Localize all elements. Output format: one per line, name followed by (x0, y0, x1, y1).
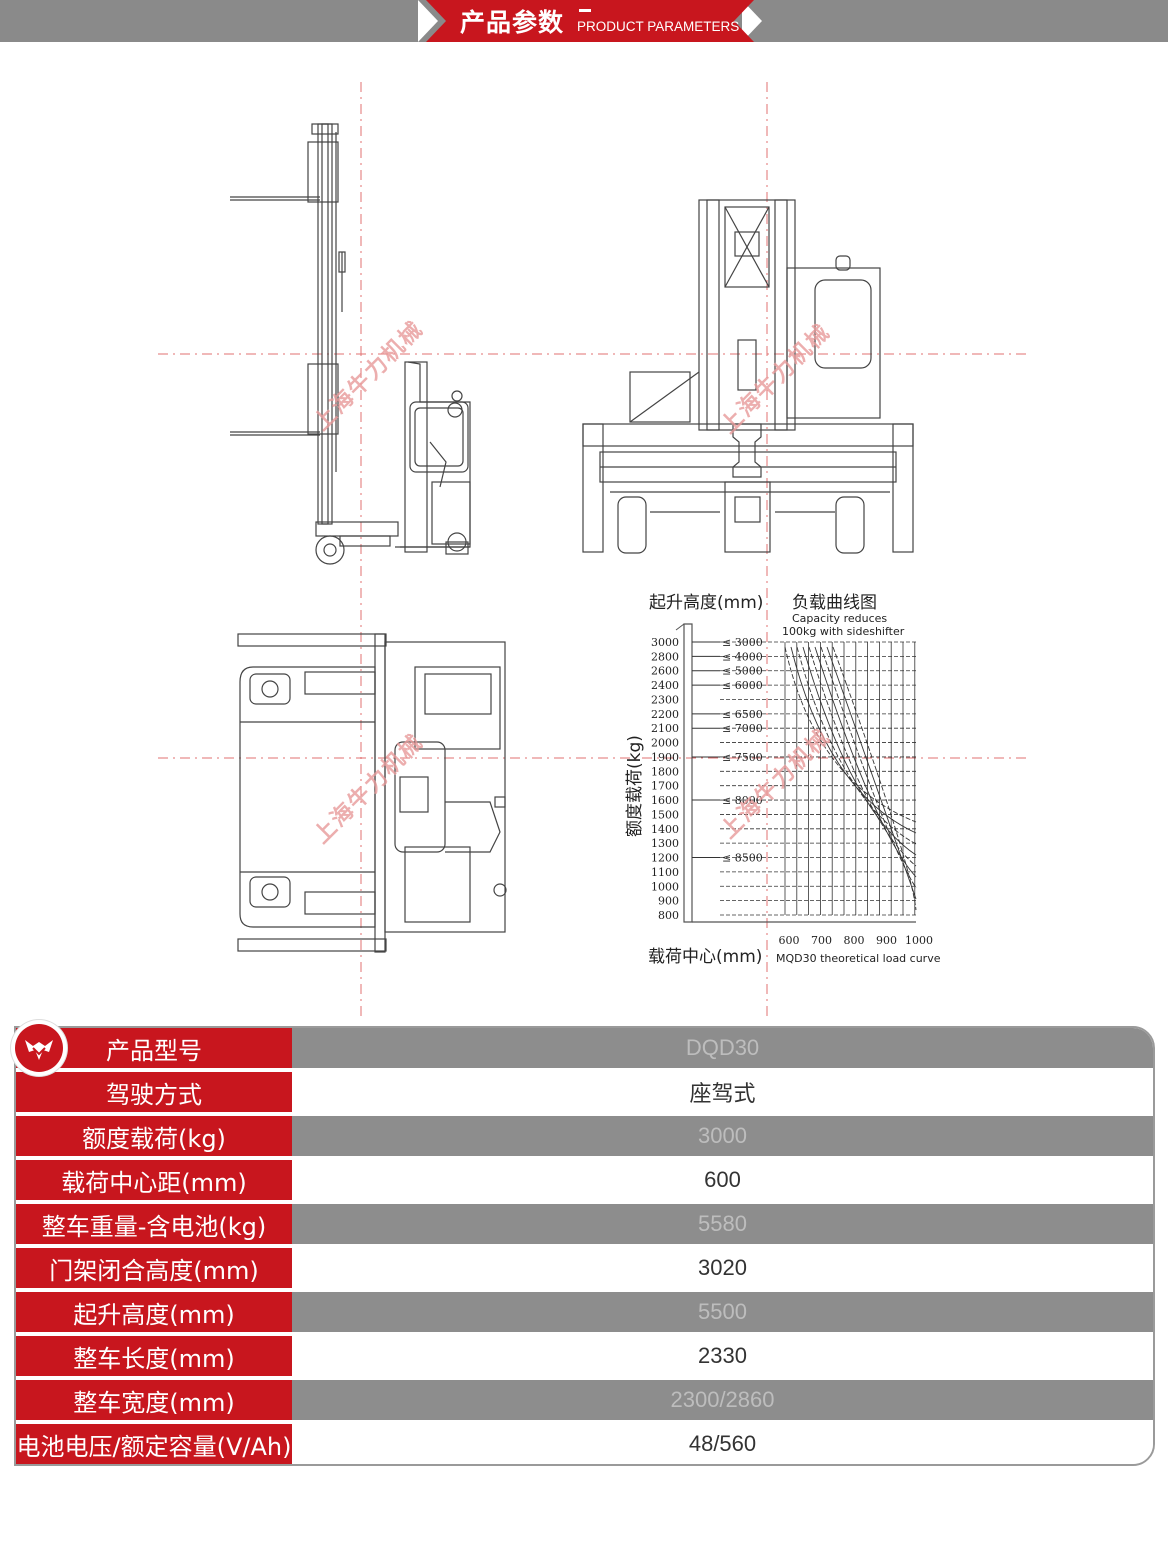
spec-value: 3000 (292, 1116, 1153, 1156)
header-title: 产品参数 (460, 8, 565, 37)
chart-y-tick: 1900 (651, 751, 679, 764)
chart-y-tick: 1600 (651, 794, 679, 807)
chart-height-label: ≤ 3000 (722, 636, 763, 649)
spec-label: 整车宽度(mm) (16, 1380, 292, 1420)
chart-title: 负载曲线图 (792, 593, 877, 613)
chart-series-line (814, 646, 917, 878)
spec-value: 座驾式 (292, 1072, 1153, 1112)
chart-note-line2: 100kg with sideshifter (782, 625, 905, 638)
chart-y-tick: 1000 (651, 880, 679, 893)
header-ribbon (418, 0, 762, 42)
chart-y-tick: 2400 (651, 679, 679, 692)
chart-series-line (820, 646, 917, 889)
spec-row: 起升高度(mm)5500 (16, 1292, 1153, 1336)
chart-y-tick: 1400 (651, 823, 679, 836)
chart-y-tick: 2200 (651, 708, 679, 721)
chart-note-line1: Capacity reduces (792, 612, 887, 625)
chart-xlabel: 载荷中心(mm) (648, 947, 762, 967)
spec-label: 起升高度(mm) (16, 1292, 292, 1332)
chart-ylabel-top: 起升高度(mm) (649, 593, 763, 613)
spec-label: 载荷中心距(mm) (16, 1160, 292, 1200)
chart-y-tick: 2000 (651, 737, 679, 750)
chart-y-tick: 2100 (651, 722, 679, 735)
technical-drawings: 起升高度(mm) 负载曲线图 Capacity reduces 100kg wi… (0, 42, 1168, 1022)
spec-row: 载荷中心距(mm)600 (16, 1160, 1153, 1204)
chart-height-label: ≤ 4000 (722, 650, 763, 663)
spec-label: 驾驶方式 (16, 1072, 292, 1112)
spec-row: 额度载荷(kg)3000 (16, 1116, 1153, 1160)
page-header: 产品参数 PRODUCT PARAMETERS (0, 0, 1168, 42)
chart-y-tick: 1500 (651, 808, 679, 821)
chart-y-tick: 1100 (651, 866, 679, 879)
chart-caption: MQD30 theoretical load curve (776, 952, 941, 965)
chart-y-tick: 1300 (651, 837, 679, 850)
header-subtitle: PRODUCT PARAMETERS (577, 19, 740, 34)
spec-row: 整车宽度(mm)2300/2860 (16, 1380, 1153, 1424)
spec-label: 整车长度(mm) (16, 1336, 292, 1376)
chart-y-tick: 1200 (651, 852, 679, 865)
chart-x-tick: 1000 (905, 934, 933, 947)
header-dash (579, 9, 591, 12)
chart-series-line (784, 646, 917, 823)
spec-label: 电池电压/额定容量(V/Ah) (16, 1424, 292, 1464)
spec-label: 额度载荷(kg) (16, 1116, 292, 1156)
spec-value: 5500 (292, 1292, 1153, 1332)
chart-series-line (832, 646, 917, 911)
spec-row: 电池电压/额定容量(V/Ah)48/560 (16, 1424, 1153, 1464)
spec-label: 门架闭合高度(mm) (16, 1248, 292, 1288)
chart-ylabel-side: 额度载荷(kg) (625, 735, 645, 837)
chart-height-label: ≤ 5000 (722, 665, 763, 678)
spec-value: 48/560 (292, 1424, 1153, 1464)
chart-y-tick: 2800 (651, 650, 679, 663)
load-chart: 起升高度(mm) 负载曲线图 Capacity reduces 100kg wi… (625, 593, 941, 967)
chart-x-tick: 700 (811, 934, 832, 947)
chart-x-tick: 900 (876, 934, 897, 947)
spec-value: 2300/2860 (292, 1380, 1153, 1420)
spec-row: 整车长度(mm)2330 (16, 1336, 1153, 1380)
spec-value: 3020 (292, 1248, 1153, 1288)
chart-series-line (808, 646, 917, 867)
chart-height-label: ≤ 6500 (722, 708, 763, 721)
chart-x-tick: 600 (779, 934, 800, 947)
spec-row: 驾驶方式座驾式 (16, 1072, 1153, 1116)
brand-logo (11, 1020, 67, 1076)
chart-height-label: ≤ 7500 (722, 751, 763, 764)
chart-y-tick: 1700 (651, 780, 679, 793)
chart-series-line (796, 646, 917, 845)
bull-logo-icon (15, 1024, 63, 1072)
spec-value: 2330 (292, 1336, 1153, 1376)
spec-value: DQD30 (292, 1028, 1153, 1068)
chart-x-tick: 800 (844, 934, 865, 947)
spec-row: 门架闭合高度(mm)3020 (16, 1248, 1153, 1292)
top-view-drawing (237, 633, 507, 953)
chart-y-tick: 3000 (651, 636, 679, 649)
spec-value: 5580 (292, 1204, 1153, 1244)
spec-row: 整车重量-含电池(kg)5580 (16, 1204, 1153, 1248)
chart-height-label: ≤ 6000 (722, 679, 763, 692)
front-view-drawing (582, 199, 914, 554)
chart-height-label: ≤ 8000 (722, 794, 763, 807)
spec-label: 整车重量-含电池(kg) (16, 1204, 292, 1244)
chart-y-tick: 2300 (651, 693, 679, 706)
chart-height-label: ≤ 7000 (722, 722, 763, 735)
chart-y-tick: 1800 (651, 765, 679, 778)
chart-series-line (790, 646, 917, 834)
chart-y-tick: 2600 (651, 665, 679, 678)
chart-height-label: ≤ 8500 (722, 852, 763, 865)
spec-value: 600 (292, 1160, 1153, 1200)
chart-y-tick: 900 (658, 895, 679, 908)
side-view-drawing (230, 123, 471, 565)
guide-lines (158, 82, 1030, 1017)
chart-y-tick: 800 (658, 909, 679, 922)
